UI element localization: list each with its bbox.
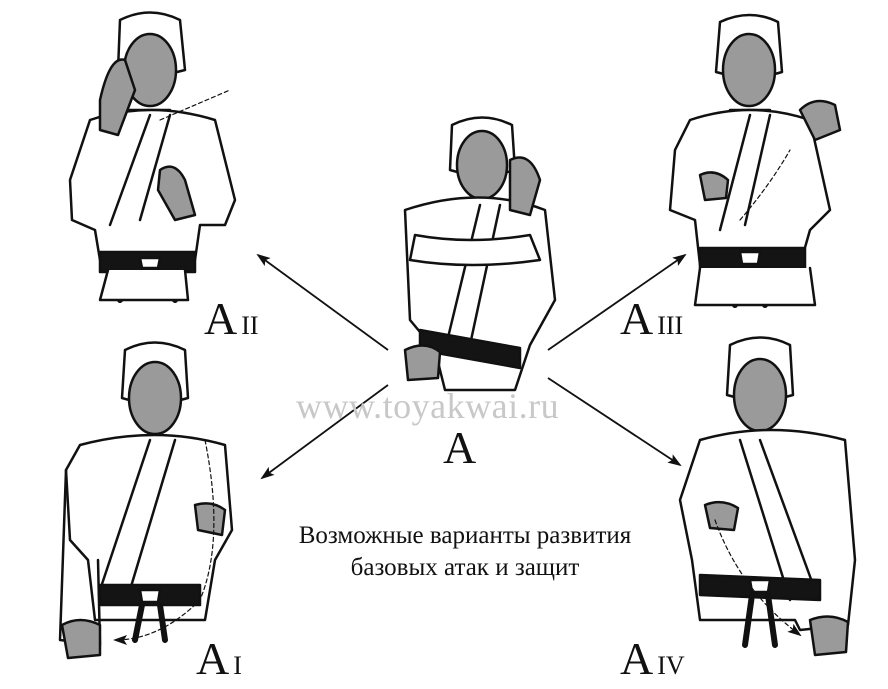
watermark: www.toyakwai.ru [296,386,560,426]
label-a1-letter: A [196,633,230,684]
label-a4-letter: A [620,633,654,684]
label-center-letter: A [443,422,477,473]
figure-a2 [68,11,237,303]
figure-a [403,116,557,392]
figure-a1 [58,341,234,660]
caption-line-1: Возможные варианты развития [298,522,632,549]
label-a2-letter: A [204,293,238,344]
label-a4-numeral: IV [657,651,685,680]
figure-a3 [668,13,842,308]
arrow-to-a2 [256,253,389,351]
arrow-to-a4 [547,377,682,467]
label-a2-numeral: II [241,311,259,340]
label-a1-numeral: I [233,651,242,680]
label-a3-letter: A [620,293,654,344]
direction-arrows [256,253,687,480]
figure-a4 [678,336,857,657]
arrow-to-a1 [260,384,389,480]
label-center: A [443,425,476,471]
caption-line-2: базовых атак и защит [350,554,580,581]
label-a3-numeral: III [657,311,684,340]
caption: Возможные варианты развития базовых атак… [250,520,680,584]
arrow-to-a3 [547,253,687,351]
